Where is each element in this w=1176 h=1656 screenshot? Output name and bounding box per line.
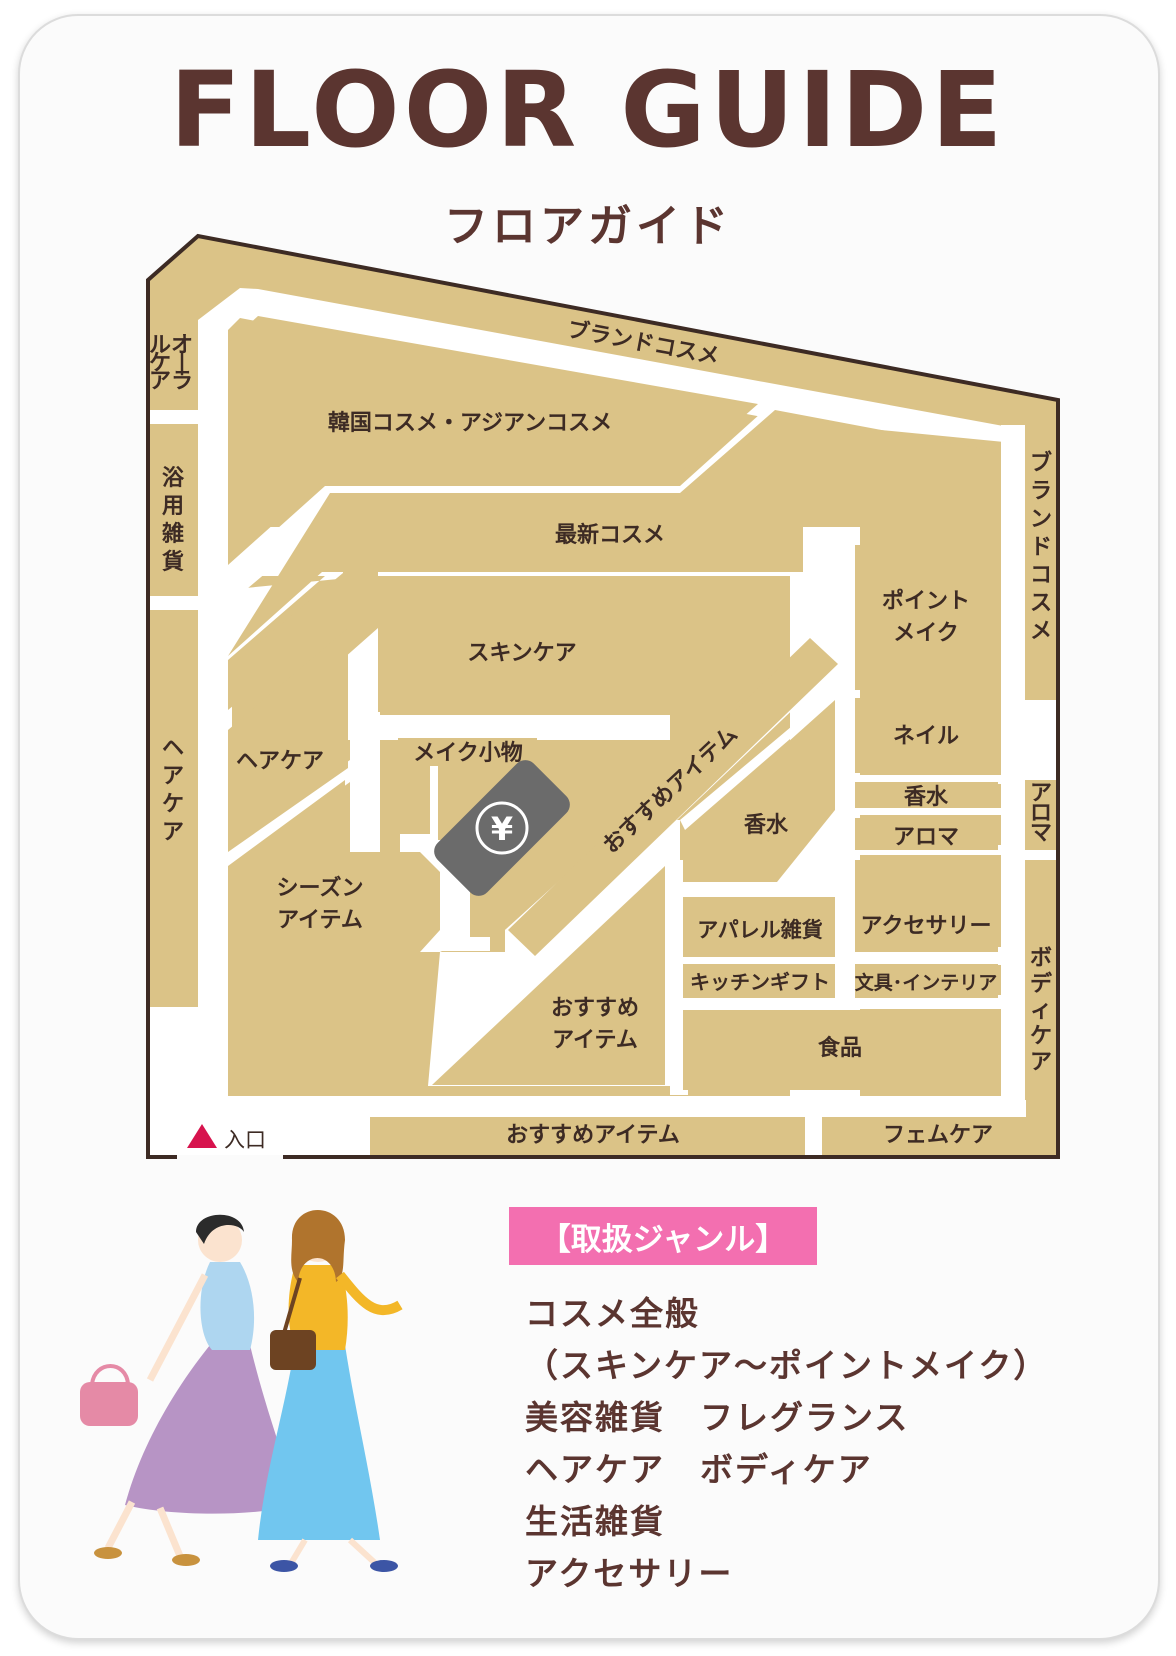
page-subtitle: フロアガイド <box>444 201 732 252</box>
area-perfume-diagonal: 香水 <box>744 813 789 838</box>
area-kitchen-gift: キッチンギフト <box>690 970 830 994</box>
area-bath-goods: 浴用雑貨 <box>161 466 185 575</box>
area-latest-cosme: 最新コスメ <box>555 522 665 548</box>
area-oral-care: オ|ラルケア <box>149 333 193 394</box>
area-stationery-interior: 文具･インテリア <box>855 971 998 994</box>
shop-blocks <box>148 316 1058 1155</box>
entrance-label: 入口 <box>224 1128 266 1152</box>
vertical-labels: オ|ラルケア 浴用雑貨 ヘアケア ブランドコスメ アロマ ボディケア <box>149 333 1053 1075</box>
genre-heading: 【取扱ジャンル】 <box>509 1207 817 1265</box>
entrance-marker-icon <box>187 1124 217 1148</box>
area-perfume: 香水 <box>904 785 949 810</box>
multiline-labels: シーズンアイテム ポイントメイク おすすめアイテム <box>277 588 970 1053</box>
area-point-makeup: ポイントメイク <box>882 588 970 646</box>
area-nail: ネイル <box>893 724 959 749</box>
area-makeup-goods: メイク小物 <box>413 740 523 766</box>
area-recommended-bottom: おすすめアイテム <box>506 1123 680 1148</box>
area-brand-cosme-right: ブランドコスメ <box>1030 450 1052 644</box>
area-recommended-triangle: おすすめアイテム <box>551 996 639 1053</box>
floor-walls <box>146 233 1060 1159</box>
genre-item: 生活雑貨 <box>525 1502 665 1541</box>
area-aroma: アロマ <box>893 825 959 850</box>
area-accessory: アクセサリー <box>861 914 992 939</box>
area-femcare: フェムケア <box>883 1123 993 1148</box>
area-food: 食品 <box>818 1035 862 1061</box>
genre-item: コスメ全般 <box>525 1294 700 1333</box>
genre-item: アクセサリー <box>525 1554 734 1593</box>
genre-item: ヘアケア ボディケア <box>525 1450 873 1489</box>
page-title: FLOOR GUIDE <box>169 49 1007 171</box>
area-korean-cosme: 韓国コスメ・アジアンコスメ <box>328 410 612 436</box>
register-yen-symbol: ¥ <box>491 810 513 848</box>
genre-item: （スキンケア～ポイントメイク） <box>525 1346 1049 1385</box>
area-apparel-goods: アパレル雑貨 <box>697 918 823 942</box>
area-body-care: ボディケア <box>1030 946 1053 1075</box>
yen-register-icon <box>434 760 570 896</box>
area-aroma-right: アロマ <box>1030 781 1052 846</box>
area-haircare-inner: ヘアケア <box>236 749 324 774</box>
genre-item: 美容雑貨 フレグランス <box>525 1398 910 1437</box>
genre-list: コスメ全般 （スキンケア～ポイントメイク） 美容雑貨 フレグランス ヘアケア ボ… <box>525 1288 1048 1600</box>
area-season-items: シーズンアイテム <box>277 875 364 933</box>
area-skincare: スキンケア <box>467 641 576 666</box>
shopping-women-illustration <box>80 1210 403 1572</box>
area-haircare-left: ヘアケア <box>162 736 184 845</box>
